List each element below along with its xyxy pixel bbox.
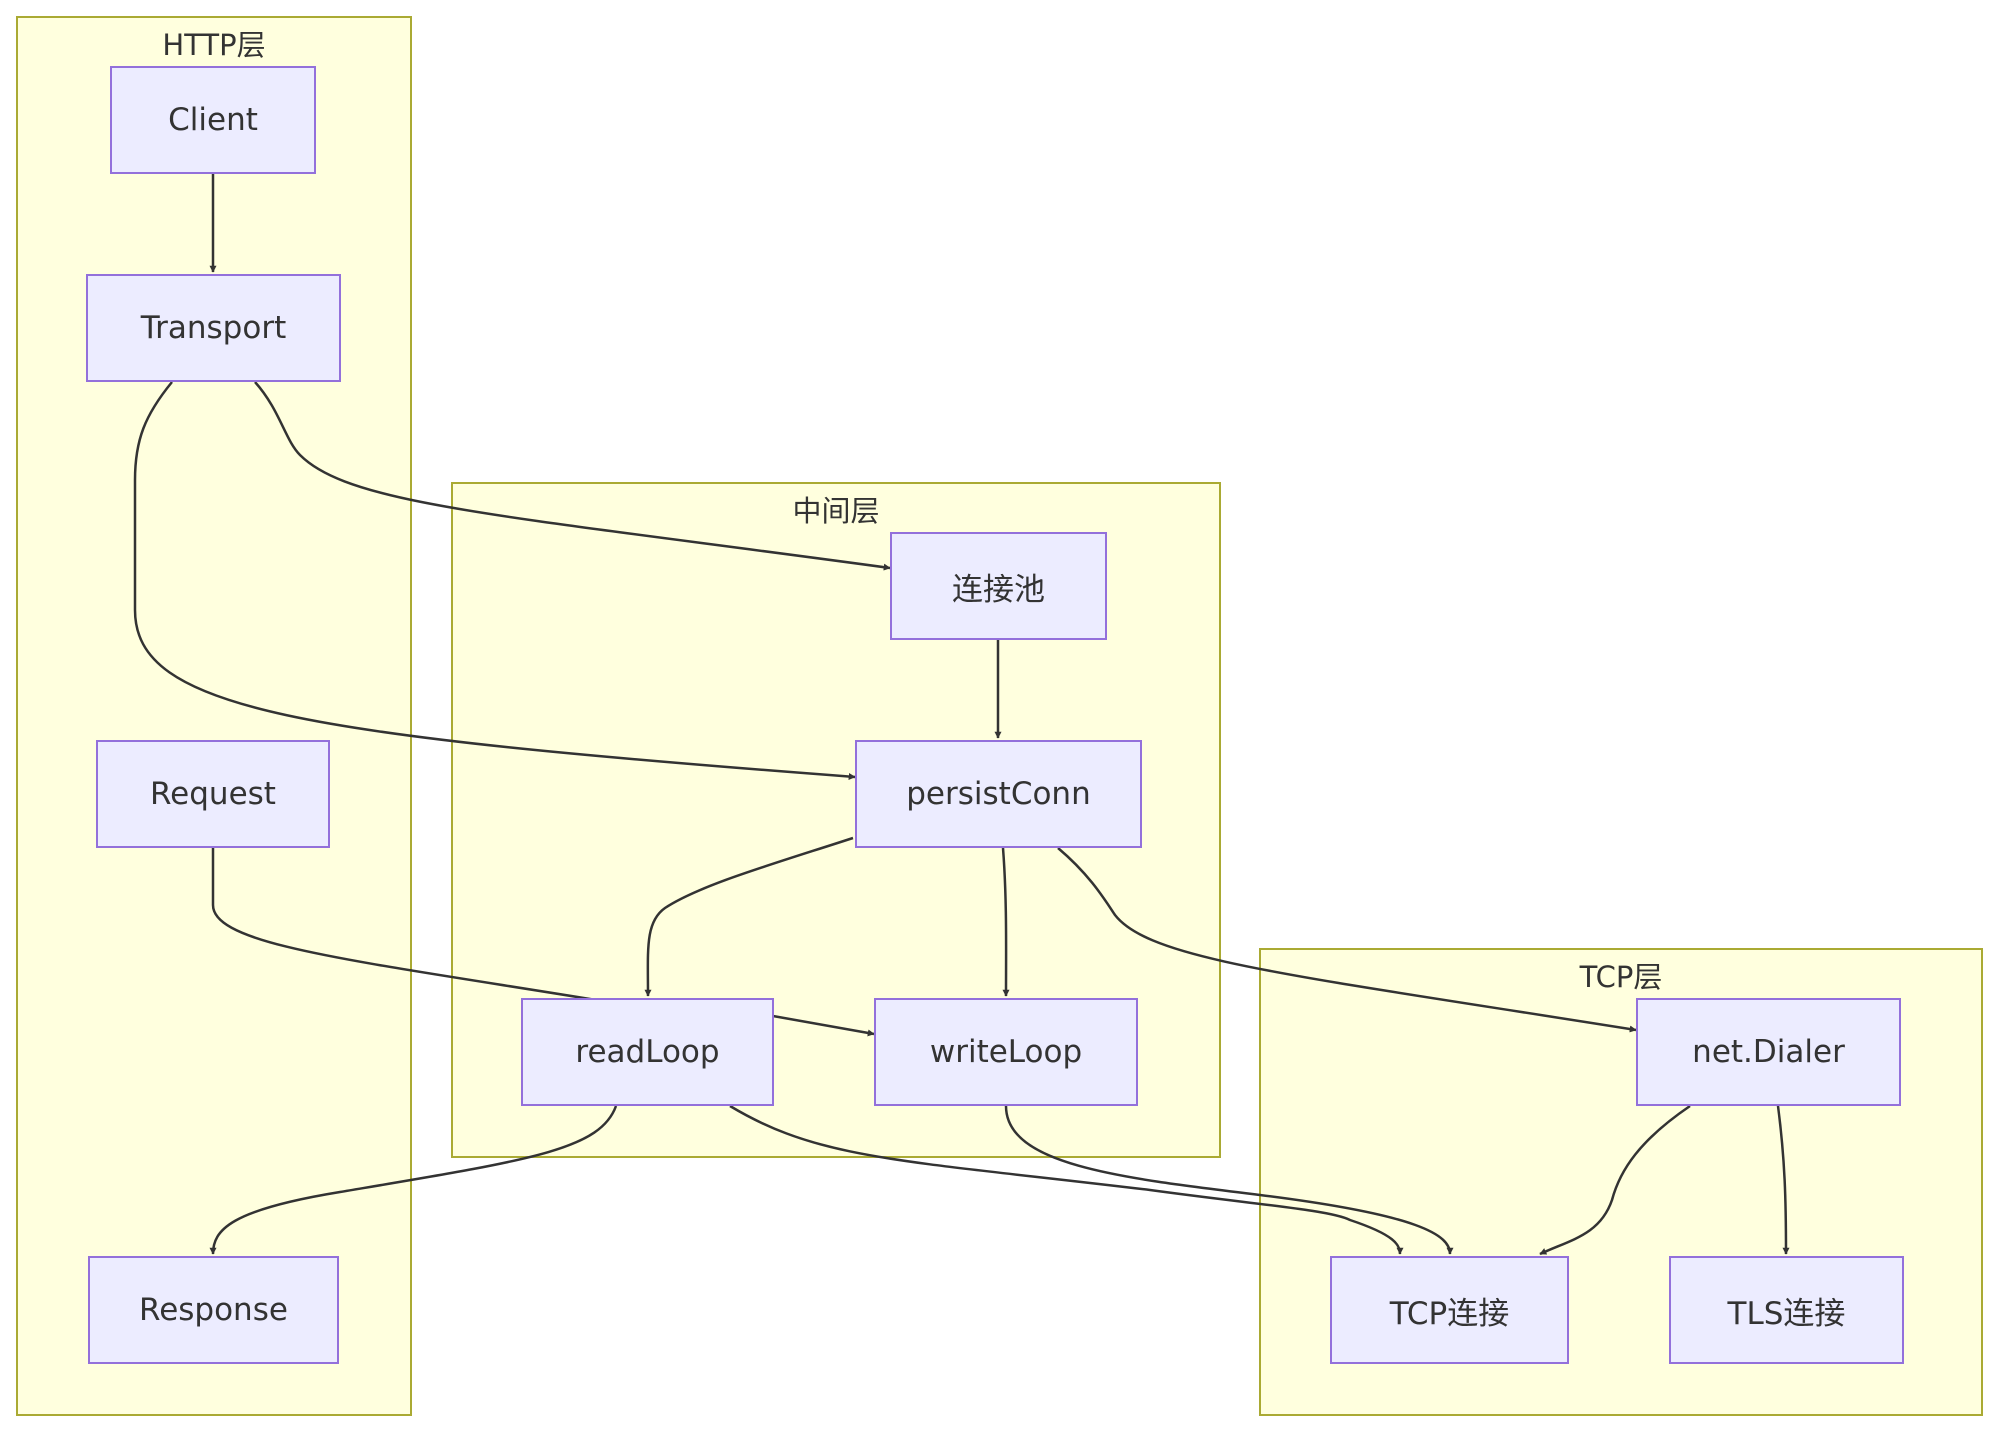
edge-persistconn-writeloop [1001, 847, 1010, 997]
cluster-title-http: HTTP层 [162, 28, 266, 62]
edge-writeloop-tcpconn [1004, 1105, 1454, 1255]
edge-persistconn-dialer [1057, 847, 1637, 1033]
node-tls-connection: TLS连接 [1669, 1256, 1904, 1364]
node-request: Request [96, 740, 330, 848]
node-tcp-connection: TCP连接 [1330, 1256, 1569, 1364]
node-net-dialer: net.Dialer [1636, 998, 1901, 1106]
node-transport: Transport [86, 274, 341, 382]
edge-request-writeloop [211, 848, 875, 1037]
cluster-title-tcp: TCP层 [1579, 960, 1663, 994]
node-connection-pool: 连接池 [890, 532, 1107, 640]
cluster-title-middle: 中间层 [792, 494, 880, 528]
edge-readloop-tcpconn [729, 1104, 1404, 1255]
edge-readloop-response [209, 1105, 618, 1255]
edge-transport-pool [254, 381, 891, 571]
edge-persistconn-readloop [644, 836, 854, 997]
edge-dialer-tcpconn [1539, 1104, 1691, 1256]
node-response: Response [88, 1256, 339, 1364]
node-writeloop: writeLoop [874, 998, 1138, 1106]
edge-transport-persistconn [133, 381, 856, 781]
edge-dialer-tlsconn [1776, 1105, 1790, 1255]
node-readloop: readLoop [521, 998, 774, 1106]
node-persistconn: persistConn [855, 740, 1142, 848]
node-client: Client [110, 66, 316, 174]
